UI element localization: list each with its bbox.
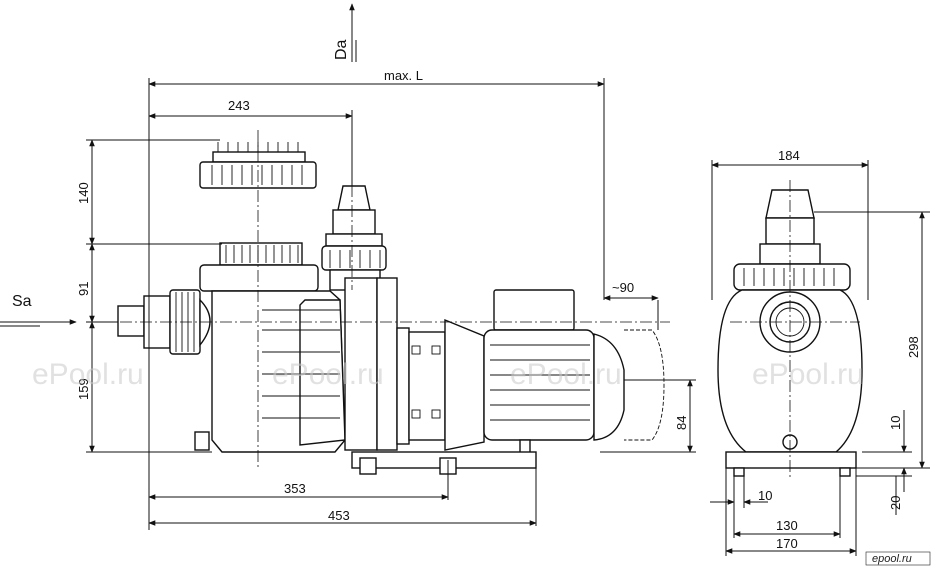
logo: epool.ru bbox=[865, 551, 931, 566]
label-approx-90: ~90 bbox=[612, 280, 634, 295]
fan-cover-outline bbox=[624, 329, 665, 441]
label-353: 353 bbox=[284, 481, 306, 496]
label-298: 298 bbox=[906, 336, 921, 358]
watermarks: ePool.ru ePool.ru ePool.ru ePool.ru bbox=[32, 358, 864, 391]
base-plate bbox=[351, 451, 537, 475]
dimension-labels: max. L 243 140 91 159 ~90 84 353 453 184… bbox=[12, 39, 921, 551]
strainer-lid-mounted bbox=[199, 242, 319, 292]
dimension-lines bbox=[86, 78, 930, 556]
motor-adapter bbox=[344, 277, 485, 451]
label-140: 140 bbox=[76, 182, 91, 204]
label-130: 130 bbox=[776, 518, 798, 533]
label-discharge-da: Da bbox=[333, 39, 350, 60]
side-view bbox=[100, 130, 670, 475]
label-suction-sa: Sa bbox=[12, 293, 32, 310]
label-10-vertical: 10 bbox=[888, 416, 903, 430]
label-243: 243 bbox=[228, 98, 250, 113]
flow-arrows bbox=[0, 3, 357, 327]
label-453: 453 bbox=[328, 508, 350, 523]
front-view bbox=[717, 180, 863, 480]
pump-housing bbox=[194, 290, 346, 453]
watermark: ePool.ru bbox=[510, 358, 622, 391]
label-184: 184 bbox=[778, 148, 800, 163]
discharge-connection bbox=[321, 185, 387, 291]
logo-text: epool.ru bbox=[872, 553, 912, 565]
label-20: 20 bbox=[888, 496, 903, 510]
electric-motor bbox=[483, 289, 625, 457]
watermark: ePool.ru bbox=[272, 358, 384, 391]
label-91: 91 bbox=[76, 282, 91, 296]
watermark: ePool.ru bbox=[32, 358, 144, 391]
label-170: 170 bbox=[776, 536, 798, 551]
label-10-horizontal: 10 bbox=[758, 488, 772, 503]
label-max-length: max. L bbox=[384, 68, 423, 83]
watermark: ePool.ru bbox=[752, 358, 864, 391]
label-84: 84 bbox=[674, 416, 689, 430]
label-159: 159 bbox=[76, 378, 91, 400]
